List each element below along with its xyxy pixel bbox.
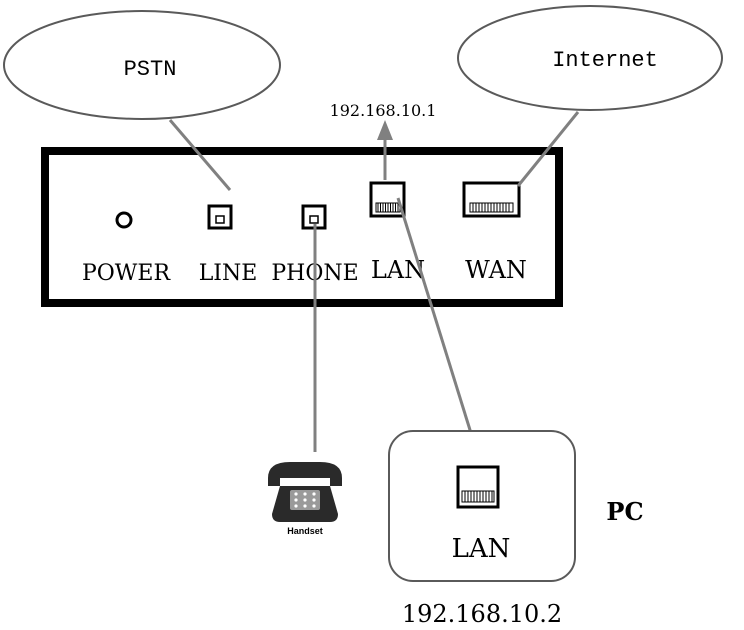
lan-ip-arrow — [377, 120, 393, 180]
pc-lan-port-icon — [456, 465, 500, 509]
internet-cloud: Internet — [457, 5, 723, 111]
handset-label: Handset — [287, 526, 323, 536]
internet-cable — [516, 111, 580, 187]
internet-label: Internet — [552, 48, 658, 73]
pstn-cloud: PSTN — [3, 10, 281, 120]
pstn-cable — [168, 119, 232, 191]
power-label: POWER — [82, 261, 172, 286]
wan-port-icon — [462, 181, 521, 218]
router-box — [41, 147, 563, 307]
line-label: LINE — [199, 261, 258, 286]
wan-label: WAN — [465, 256, 527, 284]
telephone-icon — [268, 462, 342, 522]
pstn-label: PSTN — [124, 57, 177, 82]
pc-lan-label: LAN — [452, 534, 511, 564]
router-lan-ip: 192.168.10.1 — [330, 101, 437, 120]
pc-ip: 192.168.10.2 — [402, 600, 562, 628]
power-led-icon — [115, 211, 133, 229]
line-port-icon — [207, 204, 233, 230]
pc-title: PC — [606, 497, 643, 526]
